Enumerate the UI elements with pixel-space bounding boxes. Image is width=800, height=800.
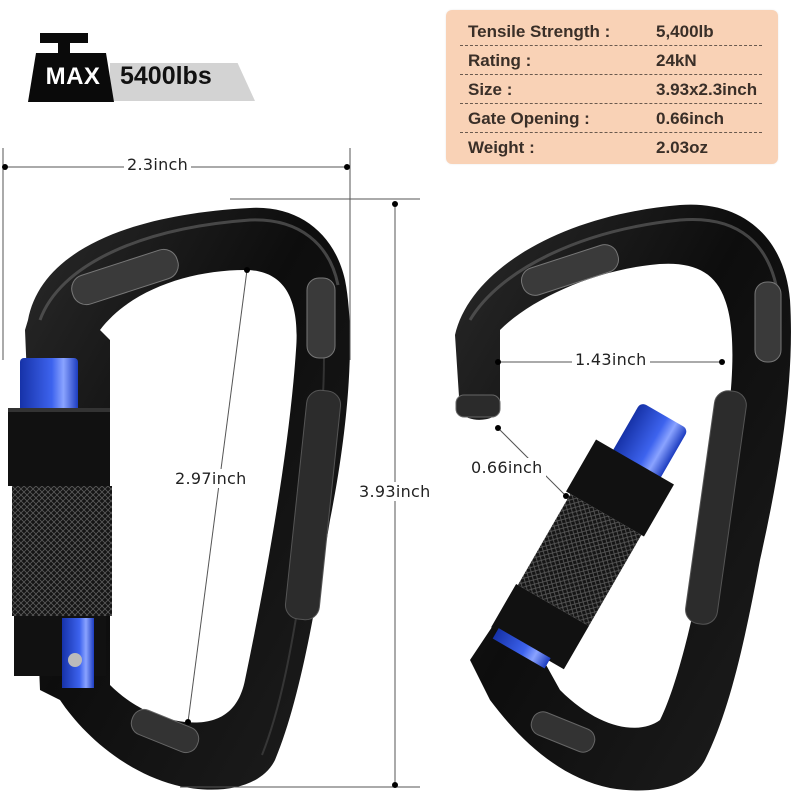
spec-value: 5,400lb	[656, 22, 714, 41]
spec-row-rating: Rating : 24kN	[460, 45, 762, 75]
spec-label: Rating :	[468, 51, 532, 70]
spec-value: 3.93x2.3inch	[656, 80, 758, 99]
max-label: MAX	[45, 63, 101, 90]
spec-label: Weight :	[468, 138, 535, 157]
spec-table: Tensile Strength : 5,400lb Rating : 24kN…	[446, 10, 778, 164]
weight-icon	[28, 33, 114, 102]
open-carabiner	[455, 204, 791, 791]
spec-value: 2.03oz	[656, 138, 708, 157]
spec-row-tensile: Tensile Strength : 5,400lb	[460, 16, 762, 46]
dim-inner-length-label: 2.97inch	[172, 469, 250, 488]
dim-gate-opening-label: 0.66inch	[468, 458, 546, 477]
dim-width-label: 2.3inch	[124, 155, 192, 174]
max-load-value: 5400lbs	[120, 62, 212, 90]
spec-row-gate-opening: Gate Opening : 0.66inch	[460, 103, 762, 133]
spec-value: 24kN	[656, 51, 697, 70]
max-load-band	[110, 63, 255, 101]
closed-carabiner	[8, 207, 350, 790]
spec-label: Size :	[468, 80, 513, 99]
spec-value: 0.66inch	[656, 109, 725, 128]
spec-row-size: Size : 3.93x2.3inch	[460, 74, 762, 104]
spec-row-weight: Weight : 2.03oz	[460, 132, 762, 161]
dim-inner-width-label: 1.43inch	[572, 350, 650, 369]
spec-label: Gate Opening :	[468, 109, 590, 128]
dim-height-label: 3.93inch	[356, 482, 434, 501]
spec-label: Tensile Strength :	[468, 22, 611, 41]
